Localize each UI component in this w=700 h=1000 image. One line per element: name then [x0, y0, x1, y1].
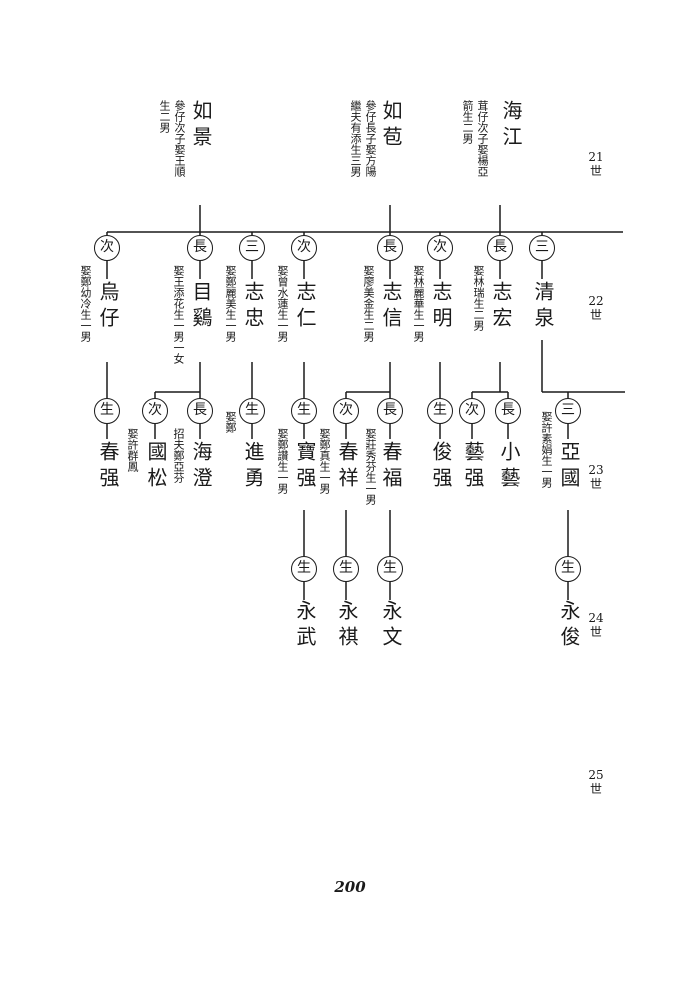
person-note: 娶許素娟生一男: [540, 411, 553, 488]
person-note: 娶莊秀芬生一男: [364, 428, 377, 505]
person-name: 如苞: [379, 100, 403, 152]
generation-label: 世: [589, 308, 602, 322]
person-name: 春祥: [335, 441, 359, 493]
order-badge: 長: [487, 235, 513, 261]
order-badge: 次: [459, 398, 485, 424]
order-badge: 長: [377, 235, 403, 261]
person-name: 春福: [379, 441, 403, 493]
person-name: 目鷄: [189, 281, 213, 333]
generation-label: 世: [589, 477, 602, 491]
generation-number: 21: [588, 150, 604, 164]
order-badge: 次: [94, 235, 120, 261]
person-name: 藝强: [461, 441, 485, 493]
person-name: 志仁: [293, 281, 317, 333]
person-name: 志信: [379, 281, 403, 333]
generation-22: 22 世: [583, 294, 609, 322]
order-badge: 生: [94, 398, 120, 424]
person-name: 如景: [189, 100, 213, 152]
generation-number: 24: [588, 611, 604, 625]
person-note: 茸仔次子娶楊亞: [476, 100, 489, 177]
order-badge: 次: [291, 235, 317, 261]
order-badge: 次: [333, 398, 359, 424]
generation-21: 21 世: [583, 150, 609, 178]
order-badge: 生: [377, 556, 403, 582]
generation-number: 23: [588, 463, 604, 477]
person-name: 俊强: [429, 441, 453, 493]
person-note: 娶鄭麗美生一男: [224, 265, 237, 342]
order-badge: 生: [291, 556, 317, 582]
order-badge: 生: [427, 398, 453, 424]
person-name: 志明: [429, 281, 453, 333]
person-note: 娶鄭幼冷生一男: [79, 265, 92, 342]
person-name: 進勇: [241, 441, 265, 493]
person-name: 小藝: [497, 441, 521, 493]
person-note: 繼夫有添生三男: [349, 100, 362, 177]
order-badge: 生: [291, 398, 317, 424]
person-note: 娶王添花生一男一女: [172, 265, 185, 364]
person-note: 參仔長子娶方陽: [364, 100, 377, 177]
person-name: 國松: [144, 441, 168, 493]
generation-25: 25 世: [583, 768, 609, 796]
order-badge: 長: [187, 398, 213, 424]
person-note: 娶鄭: [224, 411, 237, 433]
order-badge: 生: [239, 398, 265, 424]
generation-label: 世: [589, 164, 602, 178]
order-badge: 三: [239, 235, 265, 261]
person-name: 永文: [379, 600, 403, 652]
person-note: 參仔次子娶王順: [173, 100, 186, 177]
person-note: 娶許群鳳: [126, 428, 139, 472]
generation-number: 25: [588, 768, 604, 782]
order-badge: 生: [333, 556, 359, 582]
generation-number: 22: [588, 294, 604, 308]
person-note: 娶鄭真生一男: [318, 428, 331, 494]
order-badge: 三: [529, 235, 555, 261]
generation-24: 24 世: [583, 611, 609, 639]
person-name: 永俊: [557, 600, 581, 652]
generation-23: 23 世: [583, 463, 609, 491]
order-badge: 長: [377, 398, 403, 424]
person-note: 娶林瑞生二男: [472, 265, 485, 331]
person-note: 生二男: [158, 100, 171, 133]
person-name: 志忠: [241, 281, 265, 333]
person-note: 箭生二男: [461, 100, 474, 144]
person-name: 烏仔: [96, 281, 120, 333]
generation-label: 世: [589, 782, 602, 796]
person-note: 娶廖美金生二男: [362, 265, 375, 342]
order-badge: 次: [427, 235, 453, 261]
person-note: 娶鄭讚生一男: [276, 428, 289, 494]
order-badge: 長: [187, 235, 213, 261]
order-badge: 生: [555, 556, 581, 582]
person-name: 永祺: [335, 600, 359, 652]
person-name: 清泉: [531, 281, 555, 333]
person-note: 招夫鄭亞芬: [172, 428, 185, 483]
person-name: 春强: [96, 441, 120, 493]
person-name: 亞國: [557, 441, 581, 493]
order-badge: 三: [555, 398, 581, 424]
person-name: 寶强: [293, 441, 317, 493]
person-note: 娶曾水蓮生一男: [276, 265, 289, 342]
person-name: 永武: [293, 600, 317, 652]
order-badge: 次: [142, 398, 168, 424]
person-name: 海江: [499, 100, 523, 152]
generation-label: 世: [589, 625, 602, 639]
page-number: 200: [334, 878, 366, 896]
person-name: 海澄: [189, 441, 213, 493]
person-note: 娶林麗華生一男: [412, 265, 425, 342]
person-name: 志宏: [489, 281, 513, 333]
order-badge: 長: [495, 398, 521, 424]
